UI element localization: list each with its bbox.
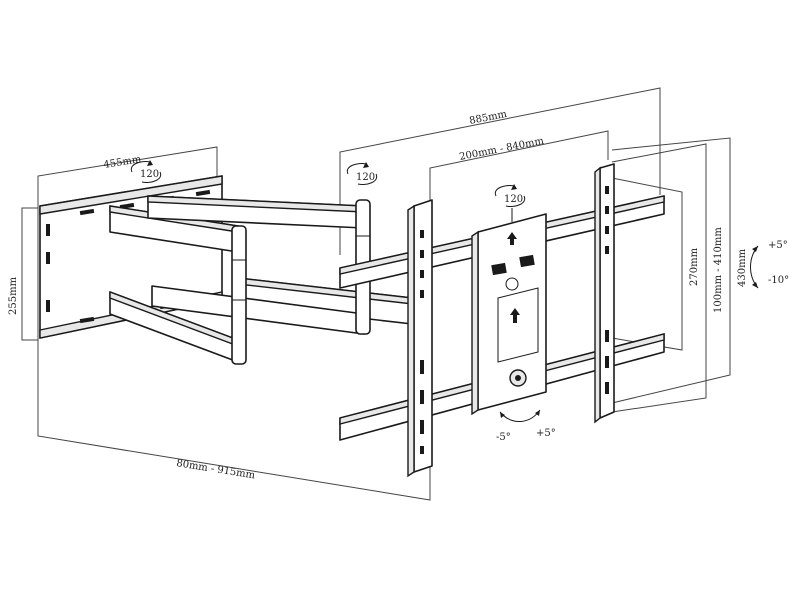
level-plus-label: +5° (536, 428, 556, 439)
dim-label-hole-spacing: 200mm - 840mm (458, 136, 545, 163)
tilt-up-label: +5° (768, 240, 788, 251)
dim-frame-hole-spacing (429, 130, 609, 210)
dim-frame-max-width (339, 87, 661, 255)
elbow-joint-left (231, 225, 247, 365)
dim-label-vertical-a: 270mm (689, 247, 700, 286)
arm-swivel-icon (346, 162, 378, 185)
vertical-bracket-left (407, 199, 433, 478)
wall-swivel-icon (130, 160, 162, 183)
level-adjust-arrow-icon (499, 409, 541, 422)
dim-label-vertical-c: 430mm (737, 248, 748, 287)
level-minus-label: -5° (496, 432, 511, 443)
dim-frame-vertical-b (611, 143, 707, 413)
dim-label-max-width: 885mm (468, 109, 508, 127)
dim-frame-vertical-c (611, 137, 731, 404)
dim-label-wall-width: 455mm (103, 154, 143, 171)
tilt-arrow-icon (750, 245, 759, 289)
tilt-down-label: -10° (768, 275, 789, 286)
vertical-bracket-right (594, 163, 615, 424)
dim-label-vertical-b: 100mm - 410mm (713, 227, 724, 313)
dim-frame-wall-height (21, 207, 38, 341)
dim-label-wall-height: 255mm (8, 276, 19, 315)
head-swivel-label: 120 (504, 194, 523, 205)
dim-label-extension: 80mm - 915mm (176, 458, 257, 481)
arm-swivel-label: 120 (356, 172, 375, 183)
head-swivel-icon (494, 184, 526, 222)
wall-swivel-label: 120 (140, 169, 159, 180)
head-plate (471, 213, 547, 416)
